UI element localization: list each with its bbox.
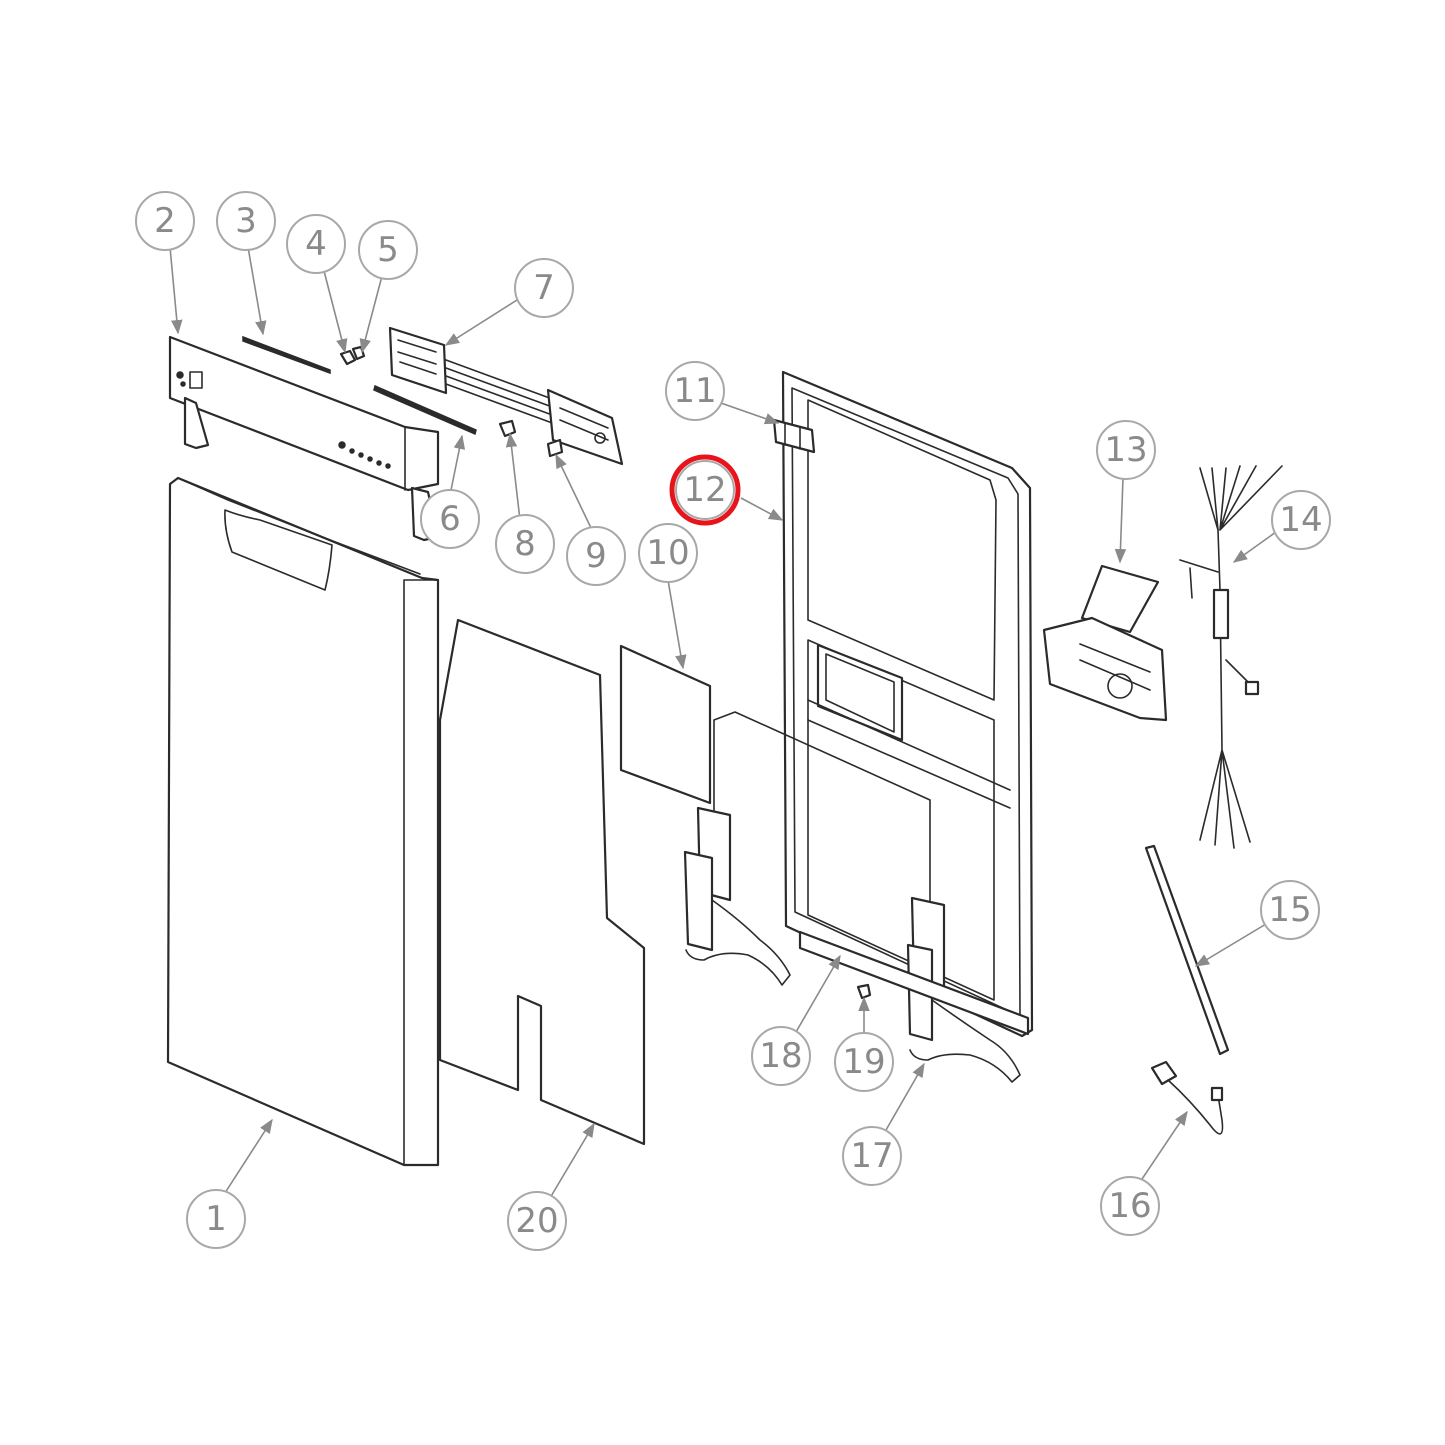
- part-11-clip: [772, 418, 816, 454]
- svg-text:1: 1: [205, 1199, 227, 1239]
- callout-1: 1: [186, 1189, 246, 1249]
- part-15-spring-rod: [1144, 844, 1230, 1056]
- callout-19: 19: [834, 1032, 894, 1092]
- svg-text:19: 19: [842, 1042, 885, 1082]
- part-10-label: [619, 644, 712, 805]
- part-13-dispenser: [1042, 564, 1168, 722]
- svg-text:5: 5: [377, 230, 399, 270]
- part-16-sensor-cable: [1150, 1060, 1224, 1135]
- part-20-insulation-sheet: [438, 618, 646, 1146]
- svg-text:12: 12: [683, 470, 726, 510]
- callout-4: 4: [286, 214, 346, 274]
- callout-9: 9: [566, 526, 626, 586]
- callout-8: 8: [495, 514, 555, 574]
- callout-16: 16: [1100, 1176, 1160, 1236]
- svg-text:7: 7: [533, 268, 555, 308]
- svg-text:14: 14: [1279, 500, 1322, 540]
- part-18-bottom-rail: [798, 930, 1030, 1036]
- callout-18: 18: [751, 1026, 811, 1086]
- svg-text:11: 11: [673, 371, 716, 411]
- callout-7: 7: [514, 258, 574, 318]
- svg-text:3: 3: [235, 201, 257, 241]
- leader-lines: [169, 246, 1277, 1199]
- callout-11: 11: [665, 361, 725, 421]
- part-19-screw: [856, 983, 872, 1000]
- callout-20: 20: [507, 1191, 567, 1251]
- svg-text:9: 9: [585, 536, 607, 576]
- callout-12: 12: [675, 460, 735, 520]
- svg-text:20: 20: [515, 1201, 558, 1241]
- svg-text:6: 6: [439, 499, 461, 539]
- part-14-wire-harness: [1179, 465, 1283, 849]
- svg-text:15: 15: [1268, 890, 1311, 930]
- callout-2: 2: [135, 191, 195, 251]
- svg-text:4: 4: [305, 224, 327, 264]
- svg-text:18: 18: [759, 1036, 802, 1076]
- part-8-screw: [498, 419, 517, 438]
- svg-text:13: 13: [1104, 430, 1147, 470]
- callout-10: 10: [638, 523, 698, 583]
- part-12-inner-door: [781, 370, 1034, 1038]
- part-17-hinge-left: [683, 711, 931, 986]
- svg-text:10: 10: [646, 533, 689, 573]
- svg-text:16: 16: [1108, 1186, 1151, 1226]
- part-1-outer-door-panel: [166, 476, 440, 1167]
- callout-6: 6: [420, 489, 480, 549]
- callout-17: 17: [842, 1126, 902, 1186]
- svg-text:2: 2: [154, 201, 176, 241]
- part-7-ui-board: [388, 326, 624, 466]
- part-3-seal-strip: [242, 335, 331, 375]
- callout-5: 5: [358, 220, 418, 280]
- part-6-seal-strip: [373, 384, 477, 436]
- callout-14: 14: [1271, 490, 1331, 550]
- callout-3: 3: [216, 191, 276, 251]
- highlight-ring: [669, 454, 741, 526]
- callout-15: 15: [1260, 880, 1320, 940]
- svg-text:17: 17: [850, 1136, 893, 1176]
- callout-13: 13: [1096, 420, 1156, 480]
- svg-text:8: 8: [514, 524, 536, 564]
